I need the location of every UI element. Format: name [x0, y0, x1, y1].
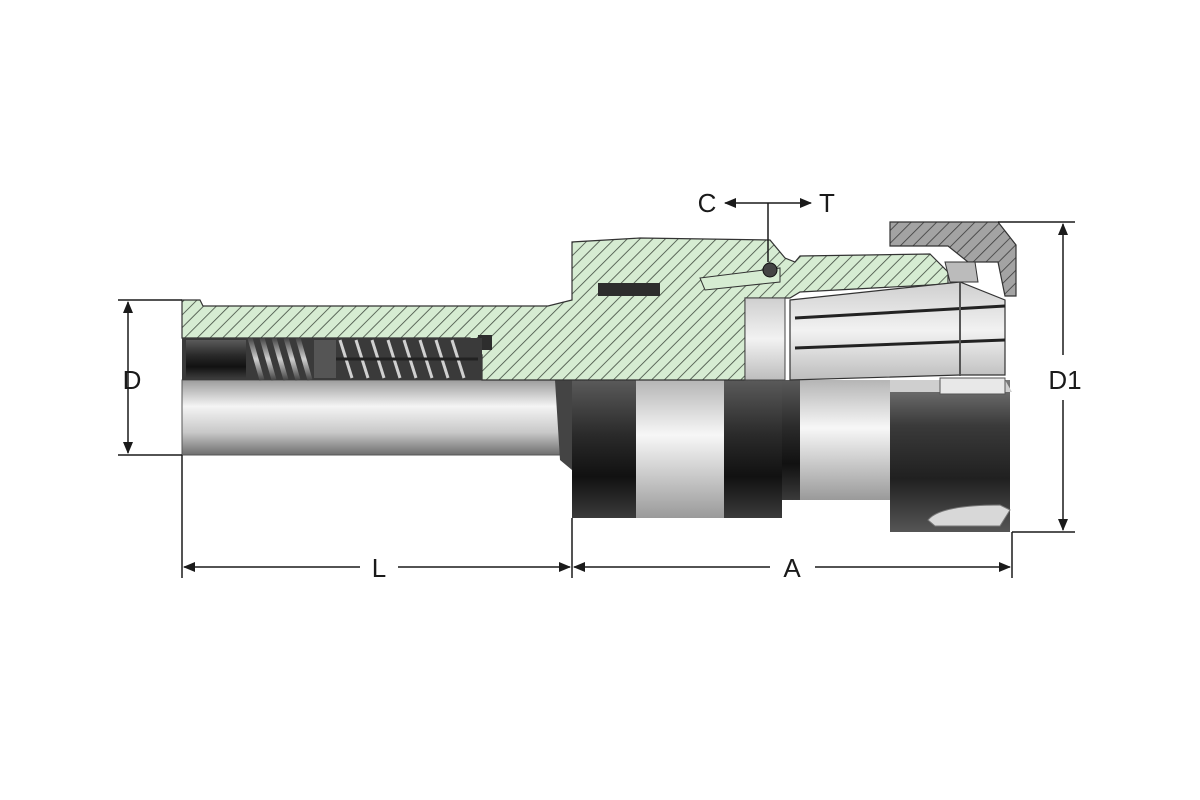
spacer — [314, 340, 336, 378]
collet-lower-edge — [939, 377, 1006, 395]
label-A: A — [783, 553, 801, 583]
body-band-dark-1 — [572, 380, 636, 518]
external-view — [181, 377, 1012, 532]
shank — [181, 379, 561, 456]
neck-light — [800, 380, 890, 500]
shank-chamfer — [555, 380, 572, 470]
label-L: L — [372, 553, 386, 583]
ball-detent — [762, 262, 778, 278]
label-D1: D1 — [1048, 365, 1081, 395]
nut-section — [889, 221, 1017, 297]
body-band-light-1 — [636, 380, 724, 518]
collet — [789, 281, 1006, 381]
label-C: C — [698, 188, 717, 218]
label-D: D — [123, 365, 142, 395]
nut-inner-lip — [944, 261, 979, 283]
label-T: T — [819, 188, 835, 218]
body-band-dark-2 — [724, 380, 782, 518]
internal-slot-1 — [598, 283, 660, 296]
cross-section — [181, 221, 1017, 381]
spring-1 — [247, 337, 313, 381]
nut-slot — [927, 504, 1011, 527]
plunger — [186, 340, 246, 378]
collet-slot-1 — [794, 304, 1006, 320]
internal-slot-2 — [699, 267, 781, 291]
neck-dark — [782, 380, 800, 500]
dimensions — [118, 198, 1075, 578]
collet-slot-2 — [794, 338, 1006, 350]
collet-ring — [744, 297, 786, 381]
